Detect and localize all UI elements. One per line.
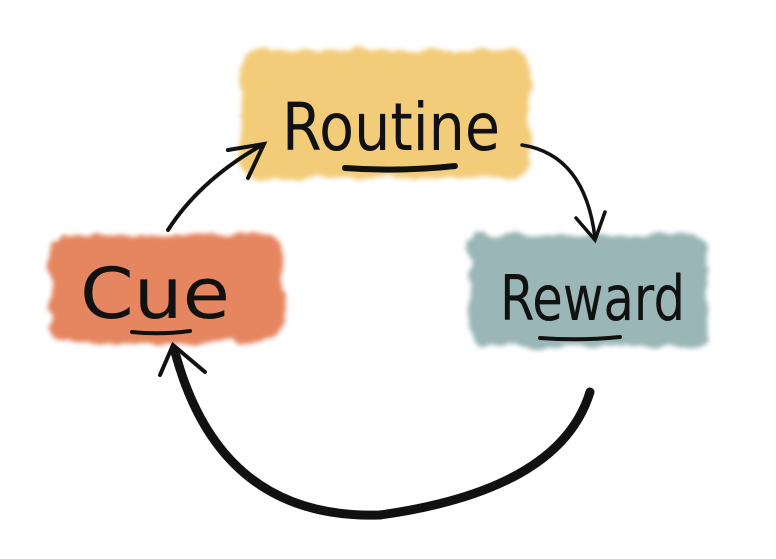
cue-underline (130, 329, 192, 336)
routine-node: Routine (240, 50, 530, 178)
reward-label: Reward (500, 262, 685, 335)
reward-underline (538, 335, 622, 342)
routine-watercolor-box (240, 50, 530, 178)
reward-node: Reward (470, 235, 708, 347)
reward-watercolor-box (470, 235, 708, 347)
arrow-routine-to-reward (520, 143, 607, 244)
arrow-reward-to-cue (158, 341, 595, 520)
cue-watercolor-box (50, 235, 282, 343)
routine-underline (342, 163, 458, 173)
cue-label: Cue (80, 253, 230, 335)
routine-label: Routine (282, 89, 500, 166)
cue-node: Cue (50, 235, 282, 343)
arrow-cue-to-routine (166, 141, 268, 232)
